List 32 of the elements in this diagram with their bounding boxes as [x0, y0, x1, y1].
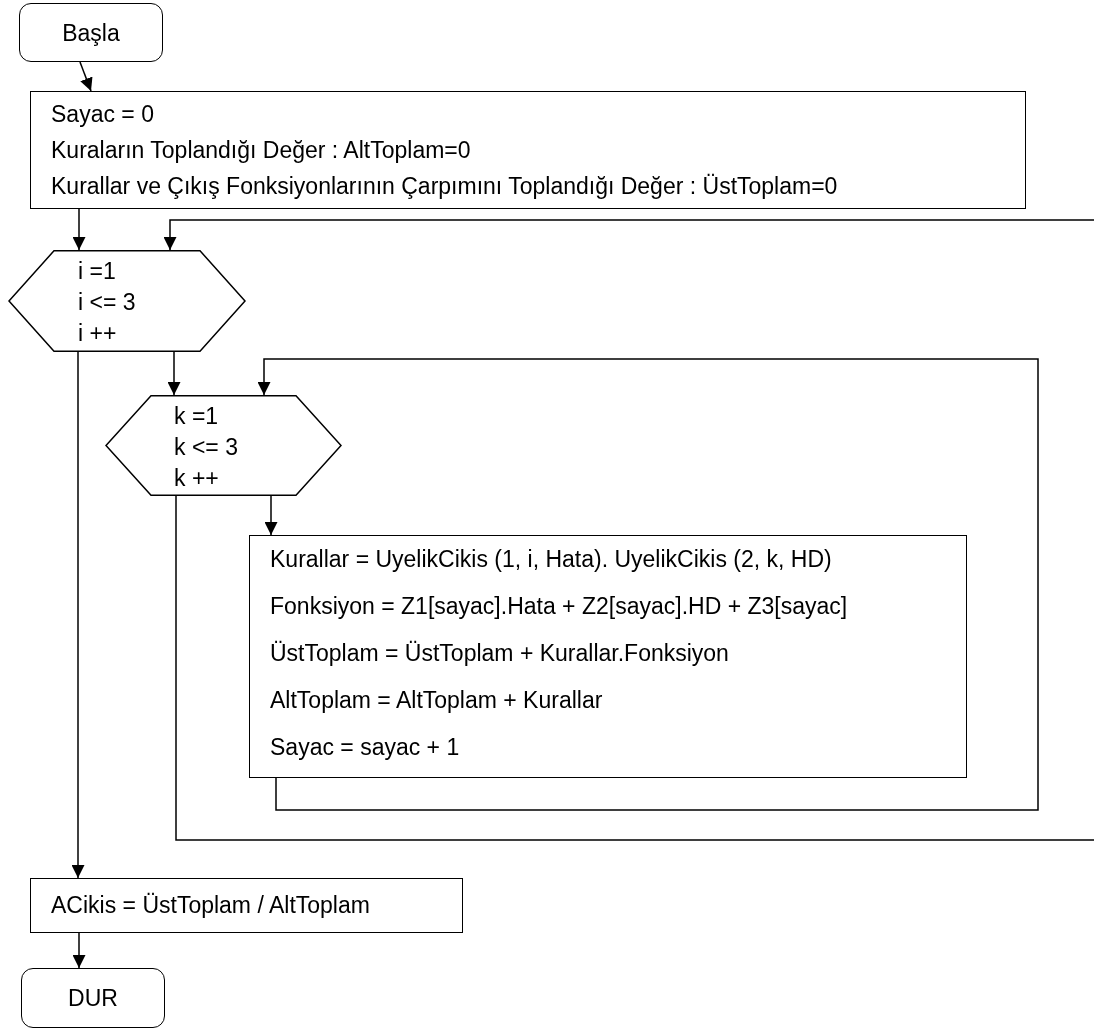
terminal-box	[19, 3, 163, 62]
statement: ACikis = ÜstToplam / AltToplam	[51, 891, 371, 920]
statement: Sayac = 0	[51, 100, 155, 129]
process-box	[30, 91, 1026, 209]
loop-condition: k ++	[174, 464, 220, 493]
statement: Kuraların Toplandığı Değer : AltToplam=0	[51, 136, 472, 165]
arrow	[163, 219, 1094, 841]
loop-condition: i ++	[78, 319, 118, 348]
arrow	[72, 208, 86, 251]
arrow	[72, 932, 86, 969]
terminal-label: DUR	[68, 984, 118, 1012]
loop-hexagon	[8, 250, 246, 352]
terminal-box	[21, 968, 165, 1028]
statement: ÜstToplam = ÜstToplam + Kurallar.Fonksiyon	[270, 639, 730, 668]
loop-condition: i =1	[78, 257, 117, 286]
loop-condition: k =1	[174, 402, 220, 431]
arrow	[79, 61, 93, 92]
terminal-label: Başla	[62, 18, 120, 47]
process-box	[30, 878, 463, 933]
statement: Kurallar ve Çıkış Fonksiyonlarının Çarpımını Toplandığı Değer : ÜstToplam=0	[51, 172, 839, 201]
process-box	[249, 535, 967, 778]
arrow	[71, 351, 85, 879]
statement: Kurallar = UyelikCikis (1, i, Hata). UyelikCikis (2, k, HD)	[270, 545, 833, 574]
statement: AltToplam = AltToplam + Kurallar	[270, 686, 604, 715]
arrow	[264, 495, 278, 536]
loop-condition: i <= 3	[78, 288, 137, 317]
loop-condition: k <= 3	[174, 433, 239, 462]
statement: Fonksiyon = Z1[sayac].Hata + Z2[sayac].HD + Z3[sayac]	[270, 592, 849, 621]
arrow	[257, 358, 1039, 811]
arrow	[167, 351, 181, 396]
loop-hexagon	[105, 395, 342, 496]
statement: Sayac = sayac + 1	[270, 733, 461, 762]
